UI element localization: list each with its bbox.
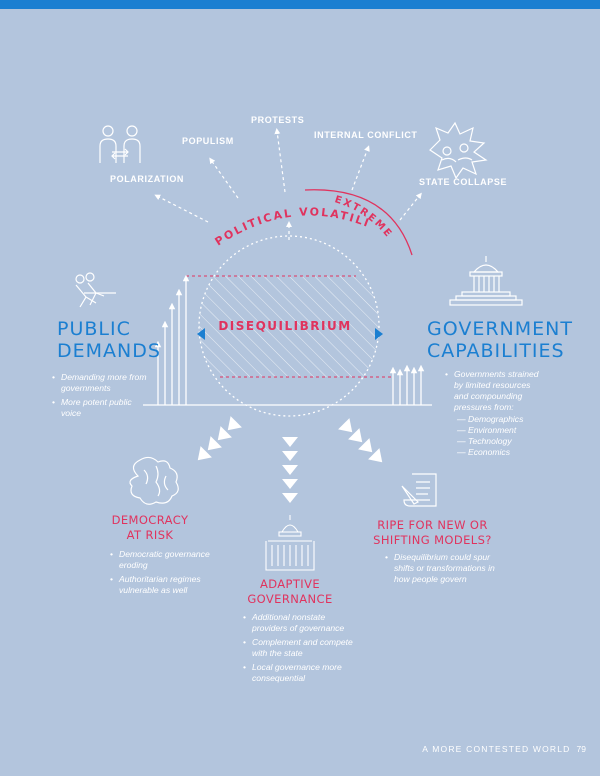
- label-protests: PROTESTS: [251, 115, 305, 125]
- democracy-title: DEMOCRACY AT RISK: [111, 513, 189, 542]
- top-accent-bar: [0, 0, 600, 9]
- democracy-list: Democratic governance eroding Authoritar…: [110, 549, 215, 599]
- list-item: Complement and compete with the state: [243, 637, 358, 659]
- public-demands-title: PUBLIC DEMANDS: [57, 318, 161, 362]
- list-item: Additional nonstate providers of governa…: [243, 612, 358, 634]
- list-item: — Environment: [457, 425, 517, 435]
- footer-text: A MORE CONTESTED WORLD: [422, 744, 571, 754]
- footer: A MORE CONTESTED WORLD 79: [422, 744, 586, 754]
- center-label: DISEQUILIBRIUM: [218, 319, 352, 333]
- driver-arrows: [154, 128, 422, 240]
- right-pointer-icon: [375, 328, 383, 340]
- list-item: — Economics: [457, 447, 511, 457]
- list-item: Local governance more consequential: [243, 662, 358, 684]
- extreme-arc: [304, 189, 413, 256]
- label-internal-conflict: INTERNAL CONFLICT: [314, 130, 418, 140]
- left-pointer-icon: [197, 328, 205, 340]
- demand-bars: [154, 274, 190, 405]
- page-number: 79: [576, 744, 586, 754]
- list-item: — Technology: [457, 436, 512, 446]
- scroll-quill-icon: [401, 473, 437, 507]
- government-capabilities-title: GOVERNMENT CAPABILITIES: [427, 318, 573, 362]
- label-state-collapse: STATE COLLAPSE: [419, 177, 508, 187]
- list-item: Authoritarian regimes vulnerable as well: [110, 574, 215, 596]
- list-item: More potent public voice: [52, 397, 147, 419]
- chevrons-left: [197, 416, 242, 461]
- label-populism: POPULISM: [182, 136, 234, 146]
- ripe-title: RIPE FOR NEW OR SHIFTING MODELS?: [373, 518, 492, 547]
- disequilibrium-circle: [186, 235, 392, 417]
- list-item: Disequilibrium could spur shifts or tran…: [385, 552, 510, 585]
- two-people-icon: [99, 125, 141, 163]
- government-capabilities-list: Governments strained by limited resource…: [445, 369, 545, 416]
- tug-of-war-icon: [75, 272, 116, 308]
- adaptive-title: ADAPTIVE GOVERNANCE: [247, 577, 333, 606]
- brain-icon: [129, 456, 179, 505]
- pressures-list: — Demographics — Environment — Technolog…: [445, 414, 523, 458]
- label-polarization: POLARIZATION: [110, 174, 185, 184]
- chevrons-down: [282, 437, 298, 503]
- ripe-list: Disequilibrium could spur shifts or tran…: [385, 552, 510, 588]
- list-item: Democratic governance eroding: [110, 549, 215, 571]
- capability-bars: [389, 364, 425, 405]
- list-item: — Demographics: [457, 414, 524, 424]
- public-demands-list: Demanding more from governments More pot…: [52, 372, 147, 422]
- capitol-building-icon: [449, 256, 523, 306]
- chevrons-right: [338, 418, 383, 463]
- capitol-dome-icon: [265, 515, 315, 571]
- list-item: Governments strained by limited resource…: [445, 369, 545, 413]
- list-item: Demanding more from governments: [52, 372, 147, 394]
- adaptive-list: Additional nonstate providers of governa…: [243, 612, 358, 687]
- explosion-icon: [429, 121, 488, 180]
